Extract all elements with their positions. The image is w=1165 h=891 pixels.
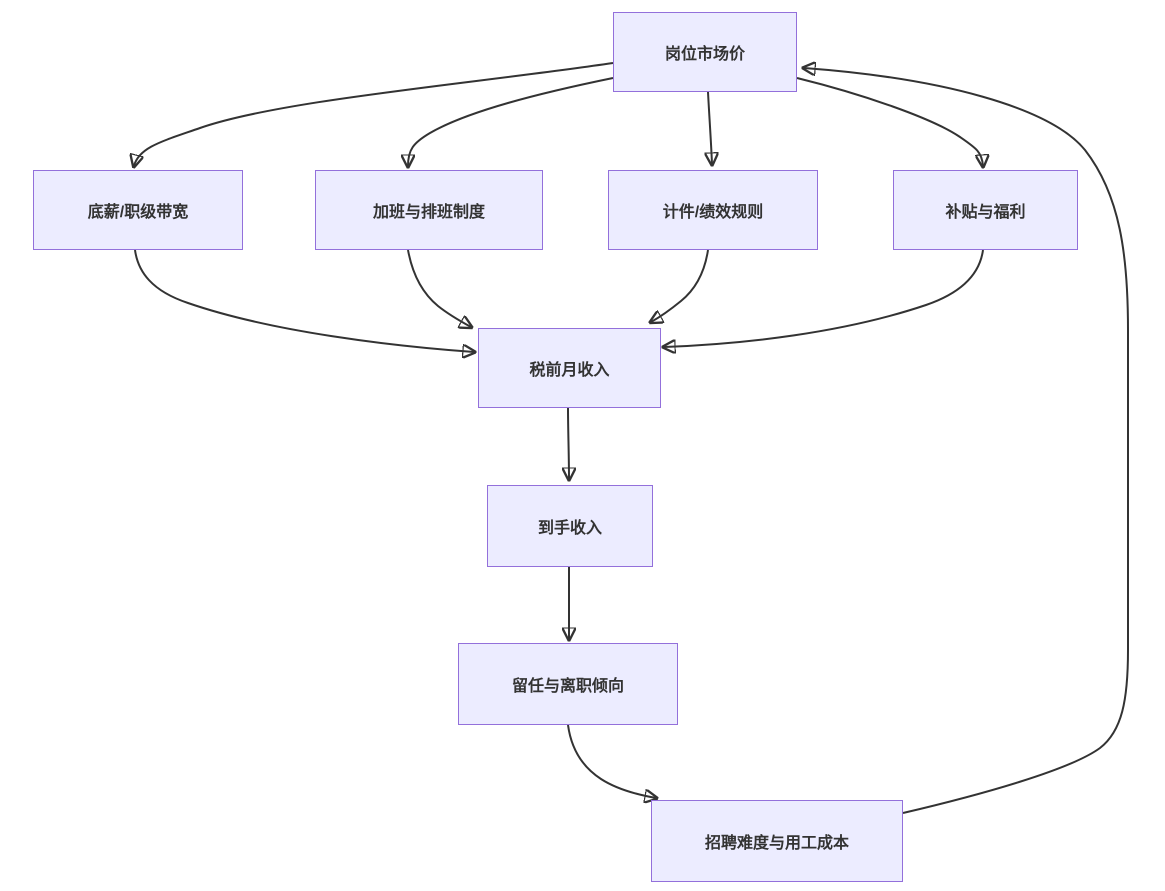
edge-gross-to-net: [568, 407, 569, 479]
edge-market-to-benefits: [796, 77, 983, 166]
edge-base-to-gross: [134, 249, 474, 352]
edge-retention-to-hiring: [567, 724, 656, 798]
edge-benefits-to-gross: [664, 249, 984, 347]
node-overtime-scheduling: 加班与排班制度: [315, 170, 543, 250]
node-subsidies-benefits: 补贴与福利: [893, 170, 1078, 250]
node-gross-monthly-income: 税前月收入: [478, 328, 661, 408]
edge-overtime-to-gross: [407, 249, 471, 327]
node-piecework-performance-rules: 计件/绩效规则: [608, 170, 818, 250]
edge-market-to-base: [134, 62, 614, 166]
node-base-salary-band: 底薪/职级带宽: [33, 170, 243, 250]
node-take-home-income: 到手收入: [487, 485, 653, 567]
edge-hiring-to-market: [804, 68, 1129, 814]
edge-market-to-overtime: [408, 77, 614, 166]
edge-market-to-piecework: [708, 91, 712, 164]
node-hiring-difficulty-labor-cost: 招聘难度与用工成本: [651, 800, 903, 882]
edge-piecework-to-gross: [651, 249, 709, 322]
node-market-price: 岗位市场价: [613, 12, 797, 92]
node-retention-attrition: 留任与离职倾向: [458, 643, 678, 725]
